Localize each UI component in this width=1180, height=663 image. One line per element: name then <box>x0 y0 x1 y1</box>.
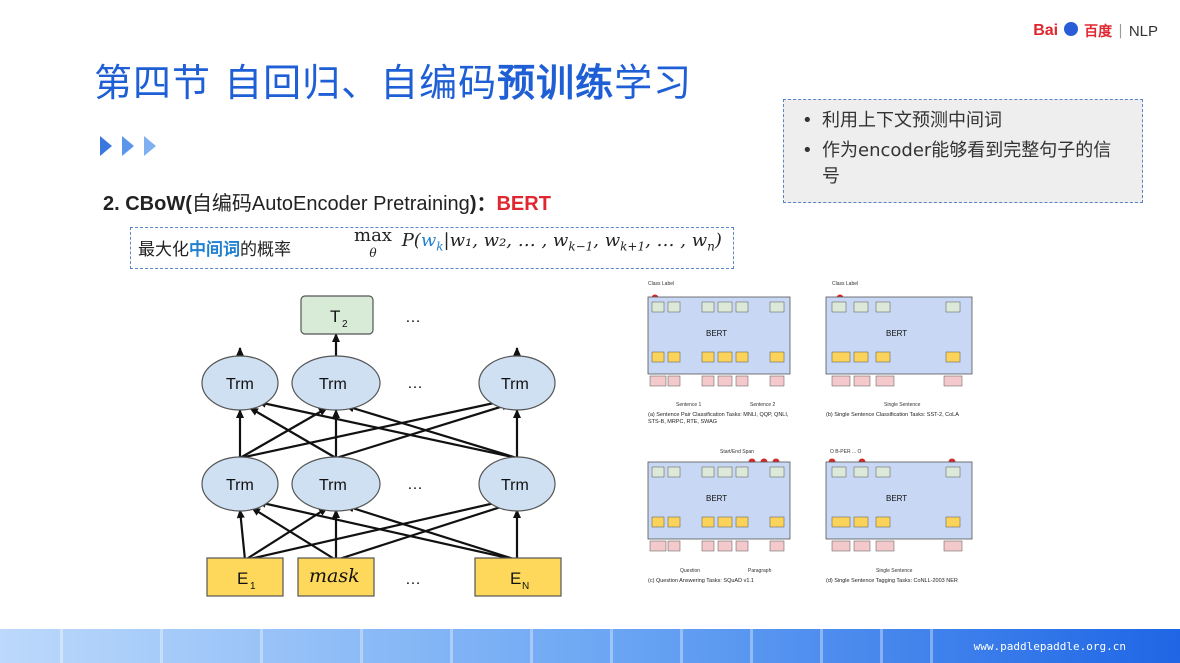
subtitle-prefix: 2. CBoW( <box>103 193 192 215</box>
sentence-label: Single Sentence <box>876 568 913 574</box>
bert-label: BERT <box>706 329 727 338</box>
input-e1-sub: 1 <box>250 581 256 592</box>
bert-label: BERT <box>706 494 727 503</box>
input-arrows <box>236 497 521 562</box>
logo-du: 百度 <box>1084 23 1113 39</box>
note-box: 利用上下文预测中间词 作为encoder能够看到完整句子的信号 <box>783 99 1143 203</box>
layer2-ellipsis: … <box>407 375 423 392</box>
bert-finetune-panels: Class Label BERT Sentence 1 Sentence 2 (… <box>647 281 973 584</box>
bert-panel-a: Class Label BERT Sentence 1 Sentence 2 (… <box>647 281 791 425</box>
trm-label: Trm <box>319 376 347 393</box>
trm-node <box>201 355 279 411</box>
section-subtitle: 2. CBoW(自编码AutoEncoder Pretraining)：BERT <box>103 187 551 216</box>
output-token-box <box>300 295 374 335</box>
formula-label-pre: 最大化 <box>138 240 189 260</box>
output-token-sub: 2 <box>342 319 348 330</box>
input-en-label: E <box>510 569 521 588</box>
bert-label: BERT <box>886 329 907 338</box>
paw-icon <box>1064 22 1079 36</box>
hidden-arrows <box>236 397 521 460</box>
bert-label: BERT <box>886 494 907 503</box>
trm-layer-2: Trm Trm Trm … <box>201 355 556 411</box>
panel-caption: (d) Single Sentence Tagging Tasks: CoNLL… <box>826 578 958 584</box>
input-en-box <box>474 557 562 597</box>
input-e1-box <box>206 557 284 597</box>
sentence-label: Single Sentence <box>884 402 921 408</box>
footer-bar <box>0 629 1180 663</box>
bert-panel-b: Class Label BERT Single Sentence (b) Sin… <box>825 281 973 418</box>
trm-label: Trm <box>226 477 254 494</box>
formula-op: max <box>354 225 392 246</box>
trm-label: Trm <box>501 376 529 393</box>
chevron-right-icon <box>100 136 156 156</box>
logo-nlp: NLP <box>1128 22 1158 40</box>
baidu-nlp-logo: Bai 百度 | NLP <box>1033 20 1158 42</box>
trm-label: Trm <box>226 376 254 393</box>
class-label: Class Label <box>648 281 674 287</box>
subtitle-highlight: BERT <box>496 193 551 215</box>
subtitle-suffix: )： <box>469 193 497 215</box>
sentence-label: Sentence 2 <box>750 402 776 408</box>
sentence-label: Sentence 1 <box>676 402 702 408</box>
input-mask-box <box>297 557 375 597</box>
cbow-diagram: T 2 … Trm Trm Trm … Trm Trm Trm … E 1 ma… <box>201 295 562 597</box>
input-en-sub: N <box>522 581 529 592</box>
formula-label-highlight: 中间词 <box>189 240 240 260</box>
title-tail: 学习 <box>614 61 693 105</box>
panel-caption: (b) Single Sentence Classification Tasks… <box>826 412 959 418</box>
formula-tail: , … , w <box>645 230 708 251</box>
note-item: 作为encoder能够看到完整句子的信号 <box>798 138 1128 190</box>
input-mask-label: mask <box>309 565 360 587</box>
formula-wk-sub: k <box>436 239 444 254</box>
formula-comma: , w <box>593 230 621 251</box>
logo-separator: | <box>1118 23 1123 39</box>
formula-wk: w <box>420 230 437 251</box>
tag-labels: O B-PER ... O <box>830 449 862 455</box>
trm-label: Trm <box>501 477 529 494</box>
note-item: 利用上下文预测中间词 <box>798 108 1128 134</box>
formula-kp1: k+1 <box>620 239 646 254</box>
title-main: 第四节 自回归、自编码 <box>94 61 498 105</box>
formula-label: 最大化中间词的概率 <box>138 235 291 260</box>
trm-layer-1: Trm Trm Trm … <box>201 456 556 512</box>
bert-panel-c: Start/End Span BERT Question Paragraph (… <box>647 449 791 584</box>
title-bold: 预训练 <box>497 61 615 105</box>
logo-bai: Bai <box>1033 22 1059 39</box>
trm-label: Trm <box>319 477 347 494</box>
top-ellipsis: … <box>405 309 421 326</box>
panel-caption: (c) Question Answering Tasks: SQuAD v1.1 <box>648 578 754 584</box>
formula-cond: |w₁, w₂, … , w <box>443 230 569 251</box>
page-title: 第四节 自回归、自编码预训练学习 <box>94 52 692 107</box>
layer1-ellipsis: … <box>407 476 423 493</box>
formula-close: ) <box>714 230 722 251</box>
class-label: Class Label <box>832 281 858 287</box>
subtitle-middle: 自编码AutoEncoder Pretraining <box>191 193 470 215</box>
input-ellipsis: … <box>405 571 421 588</box>
formula-label-post: 的概率 <box>240 240 291 260</box>
input-layer: E 1 mask … E N <box>206 557 562 597</box>
panel-caption: (a) Sentence Pair Classification Tasks: … <box>648 412 789 425</box>
output-arrows <box>236 333 521 358</box>
span-label: Start/End Span <box>720 449 754 455</box>
trm-node <box>478 355 556 411</box>
trm-node <box>291 355 381 411</box>
bert-panel-d: O B-PER ... O BERT Single Sentence (d) S… <box>825 449 973 584</box>
trm-node <box>478 456 556 512</box>
formula-prob: P( <box>401 230 421 251</box>
trm-node <box>291 456 381 512</box>
output-token-label: T <box>330 307 340 326</box>
formula-box <box>130 227 734 269</box>
formula-math: max θ P(wk|w₁, w₂, … , wk−1, wk+1, … , w… <box>354 225 722 261</box>
input-e1-label: E <box>237 569 248 588</box>
formula-n: n <box>707 239 715 254</box>
formula-op-sub: θ <box>369 246 377 260</box>
trm-node <box>201 456 279 512</box>
footer-url: www.paddlepaddle.org.cn <box>973 640 1126 653</box>
sentence-label: Question <box>680 568 700 574</box>
sentence-label: Paragraph <box>748 568 772 574</box>
formula-km1: k−1 <box>568 239 594 254</box>
